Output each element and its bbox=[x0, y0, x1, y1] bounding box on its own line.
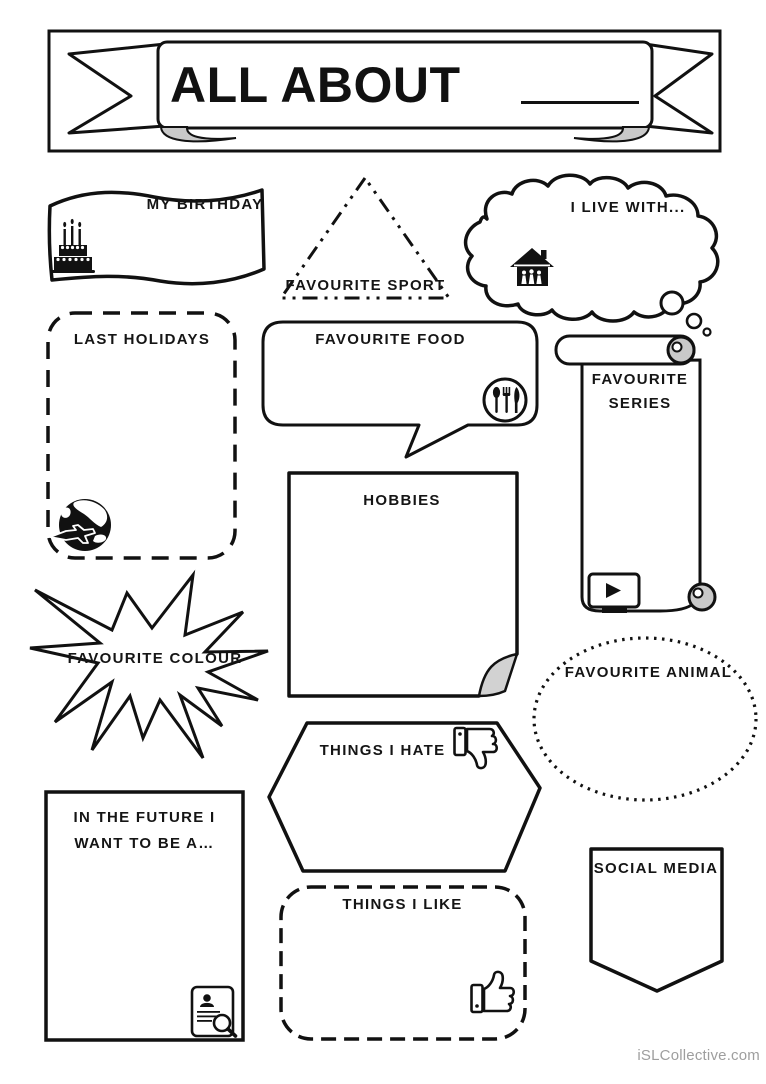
thought-bubble-large bbox=[659, 290, 685, 316]
colour-label: FAVOURITE COLOUR bbox=[67, 650, 243, 667]
holidays-box-shape bbox=[46, 311, 237, 560]
hate-hexagon-shape bbox=[267, 721, 542, 873]
title-blank-line bbox=[521, 63, 639, 104]
cv-search-icon bbox=[190, 985, 238, 1038]
sport-label: FAVOURITE SPORT bbox=[285, 277, 446, 294]
series-scroll-shape bbox=[554, 334, 717, 613]
food-bubble-shape bbox=[261, 320, 539, 459]
animal-oval-shape bbox=[532, 636, 758, 802]
sport-triangle-shape bbox=[278, 175, 452, 300]
colour-starburst-shape bbox=[29, 569, 269, 759]
video-player-icon bbox=[587, 572, 641, 613]
future-label-line1: IN THE FUTURE I bbox=[73, 809, 216, 826]
like-label: THINGS I LIKE bbox=[342, 896, 463, 913]
series-label: FAVOURITE SERIES bbox=[591, 371, 689, 412]
live-with-label: I LIVE WITH... bbox=[570, 199, 686, 216]
watermark: iSLCollective.com bbox=[637, 1047, 760, 1064]
future-label-line2: WANT TO BE A… bbox=[74, 835, 215, 852]
hobbies-square-shape bbox=[287, 471, 519, 698]
title-ribbon-banner bbox=[47, 29, 722, 153]
cutlery-icon bbox=[482, 377, 528, 423]
live-with-cloud-shape bbox=[463, 173, 720, 337]
thought-bubble-small bbox=[702, 327, 712, 337]
social-label: SOCIAL MEDIA bbox=[593, 860, 719, 877]
thought-bubble-medium bbox=[685, 312, 703, 330]
globe-plane-icon bbox=[49, 499, 111, 551]
house-family-icon bbox=[510, 248, 554, 286]
hobbies-label: HOBBIES bbox=[363, 492, 441, 509]
like-box-shape bbox=[279, 885, 527, 1041]
holidays-label: LAST HOLIDAYS bbox=[73, 331, 211, 348]
birthday-cake-icon bbox=[51, 218, 95, 273]
birthday-flag-shape bbox=[47, 188, 266, 286]
social-pennant-shape bbox=[589, 847, 724, 993]
birthday-label: MY BIRTHDAY bbox=[146, 196, 264, 213]
future-rect-shape bbox=[44, 790, 245, 1042]
animal-label: FAVOURITE ANIMAL bbox=[564, 664, 733, 681]
page-title: ALL ABOUT bbox=[170, 57, 461, 113]
food-label: FAVOURITE FOOD bbox=[315, 331, 466, 348]
page-curl bbox=[477, 652, 519, 698]
hate-label: THINGS I HATE bbox=[319, 742, 446, 759]
